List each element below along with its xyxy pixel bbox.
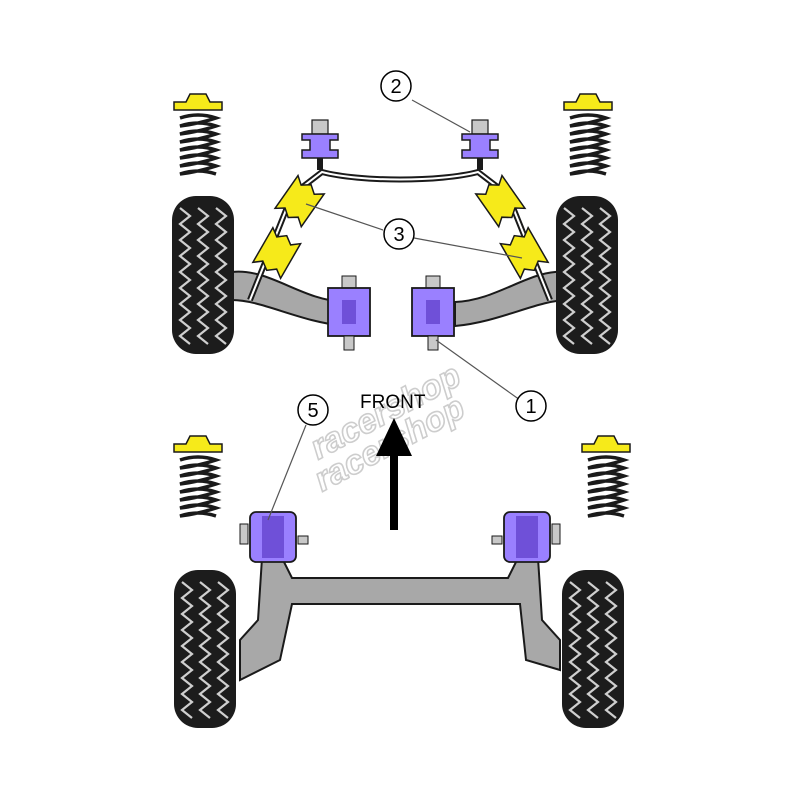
callouts: 2 3 1 5 [267, 70, 547, 521]
arb-mount-bush-left [301, 119, 339, 159]
front-suspension [170, 92, 620, 356]
callout-3-circle [383, 218, 415, 250]
rear-left-spring [172, 434, 224, 518]
rear-axle-beam [239, 557, 561, 682]
callout-3-label: 3 [393, 224, 404, 246]
callout-1-circle [515, 390, 547, 422]
callout-2-label: 2 [390, 76, 401, 98]
callout-2-circle [380, 70, 412, 102]
wishbone-bush-right [411, 275, 455, 351]
front-left-spring [172, 92, 224, 176]
front-arrow-icon [376, 418, 412, 530]
watermark: racershop racershop [303, 356, 472, 500]
rear-right-tyre [560, 568, 626, 730]
front-label: FRONT [360, 392, 426, 413]
arb-mount-bush-right [461, 119, 499, 159]
callout-5-label: 5 [307, 400, 318, 422]
rear-left-tyre [172, 568, 238, 730]
callout-5-circle [297, 394, 329, 426]
front-direction-indicator: FRONT [360, 392, 426, 530]
wishbone-bush-left [327, 275, 371, 351]
right-lower-arm [454, 270, 569, 328]
rear-right-spring [580, 434, 632, 518]
front-right-tyre [554, 194, 620, 356]
front-left-tyre [170, 194, 236, 356]
rear-beam-bush-right [491, 511, 561, 563]
rear-beam-bush-left [239, 511, 309, 563]
callout-1-label: 1 [525, 396, 536, 418]
rear-suspension [172, 434, 632, 730]
front-right-spring [562, 92, 614, 176]
